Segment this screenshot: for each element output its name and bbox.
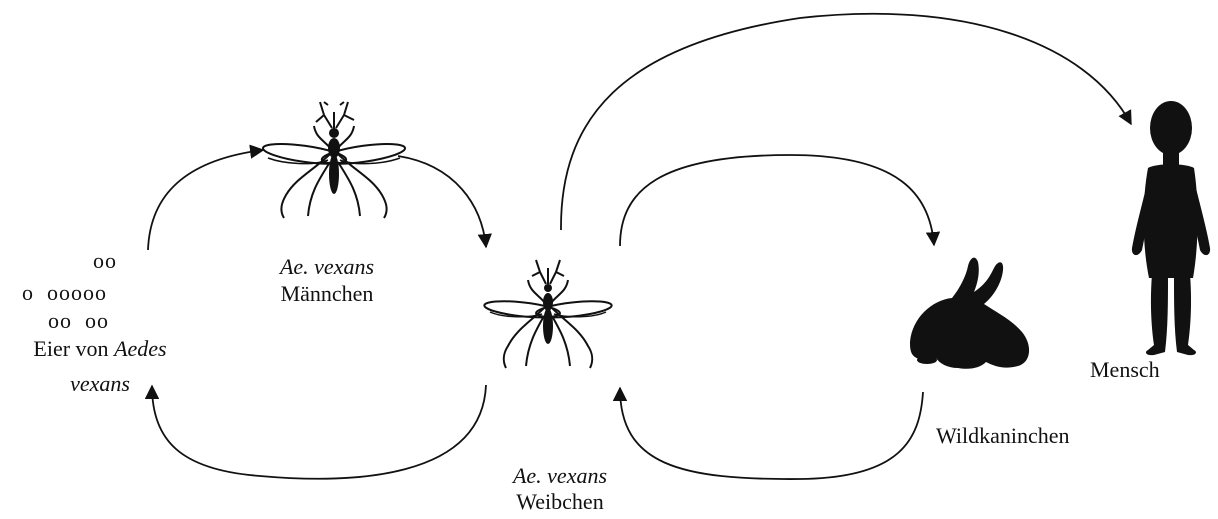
arrow-female-to-eggs [152,385,486,479]
female-label-species: Ae. vexans [485,464,635,489]
eggs-label-genus: Aedes [114,336,167,361]
eggs-label: Eier von Aedes [5,337,195,362]
eggs-label-species: vexans [5,372,195,397]
mosquito-female-icon [484,260,613,368]
human-silhouette-icon [1132,101,1210,355]
rabbit-icon [910,258,1029,369]
arrow-eggs-to-male [148,150,263,250]
human-label: Mensch [1090,358,1160,383]
arrow-female-to-rabbit [620,155,934,246]
egg-cluster-row-2: o ooooo [22,280,107,306]
female-label-sex: Weibchen [485,490,635,515]
arrow-rabbit-to-female [620,388,923,479]
male-label-sex: Männchen [252,282,402,307]
egg-cluster-row-3: oo oo [48,308,109,334]
egg-cluster-row-1: oo [93,248,117,274]
mosquito-male-icon [262,102,406,218]
arrow-female-to-human [561,14,1131,230]
rabbit-label: Wildkaninchen [936,424,1070,449]
male-label-species: Ae. vexans [252,255,402,280]
arrow-male-to-female [398,156,486,247]
eggs-label-prefix: Eier von [33,336,114,361]
